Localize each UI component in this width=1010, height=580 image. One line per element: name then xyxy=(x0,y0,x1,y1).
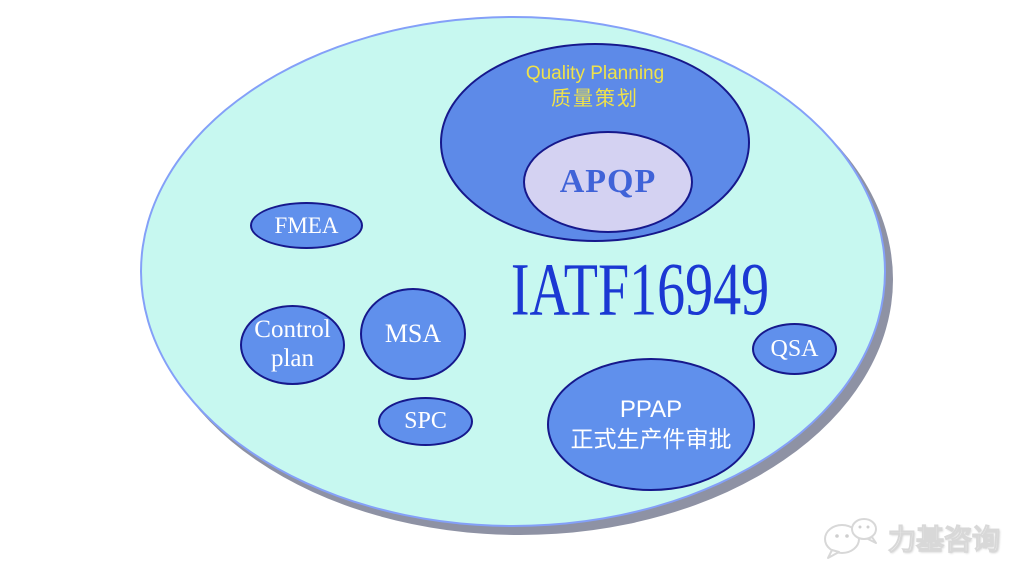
fmea-label: FMEA xyxy=(274,212,339,238)
control-plan-ellipse: Control plan xyxy=(240,305,345,385)
iatf16949-title: IATF16949 xyxy=(510,248,770,332)
watermark-text: 力基咨询 xyxy=(887,523,1001,555)
qsa-ellipse: QSA xyxy=(752,323,837,375)
msa-ellipse: MSA xyxy=(360,288,466,380)
spc-label: SPC xyxy=(404,408,447,434)
ppap-label-zh: 正式生产件审批 xyxy=(570,426,732,452)
watermark: 力基咨询 xyxy=(820,510,1010,565)
msa-label: MSA xyxy=(384,319,442,348)
spc-ellipse: SPC xyxy=(378,397,473,446)
fmea-ellipse: FMEA xyxy=(250,202,363,249)
ppap-ellipse: PPAP 正式生产件审批 xyxy=(547,358,755,491)
quality-planning-label-en: Quality Planning xyxy=(525,63,665,84)
apqp-label: APQP xyxy=(559,163,657,200)
ppap-label-en: PPAP xyxy=(619,395,683,423)
apqp-ellipse: APQP xyxy=(523,131,693,233)
control-plan-label: Control plan xyxy=(254,316,331,372)
qsa-label: QSA xyxy=(770,335,819,362)
quality-planning-label-zh: 质量策划 xyxy=(551,87,639,110)
wechat-chat-bubbles-icon xyxy=(824,517,877,559)
